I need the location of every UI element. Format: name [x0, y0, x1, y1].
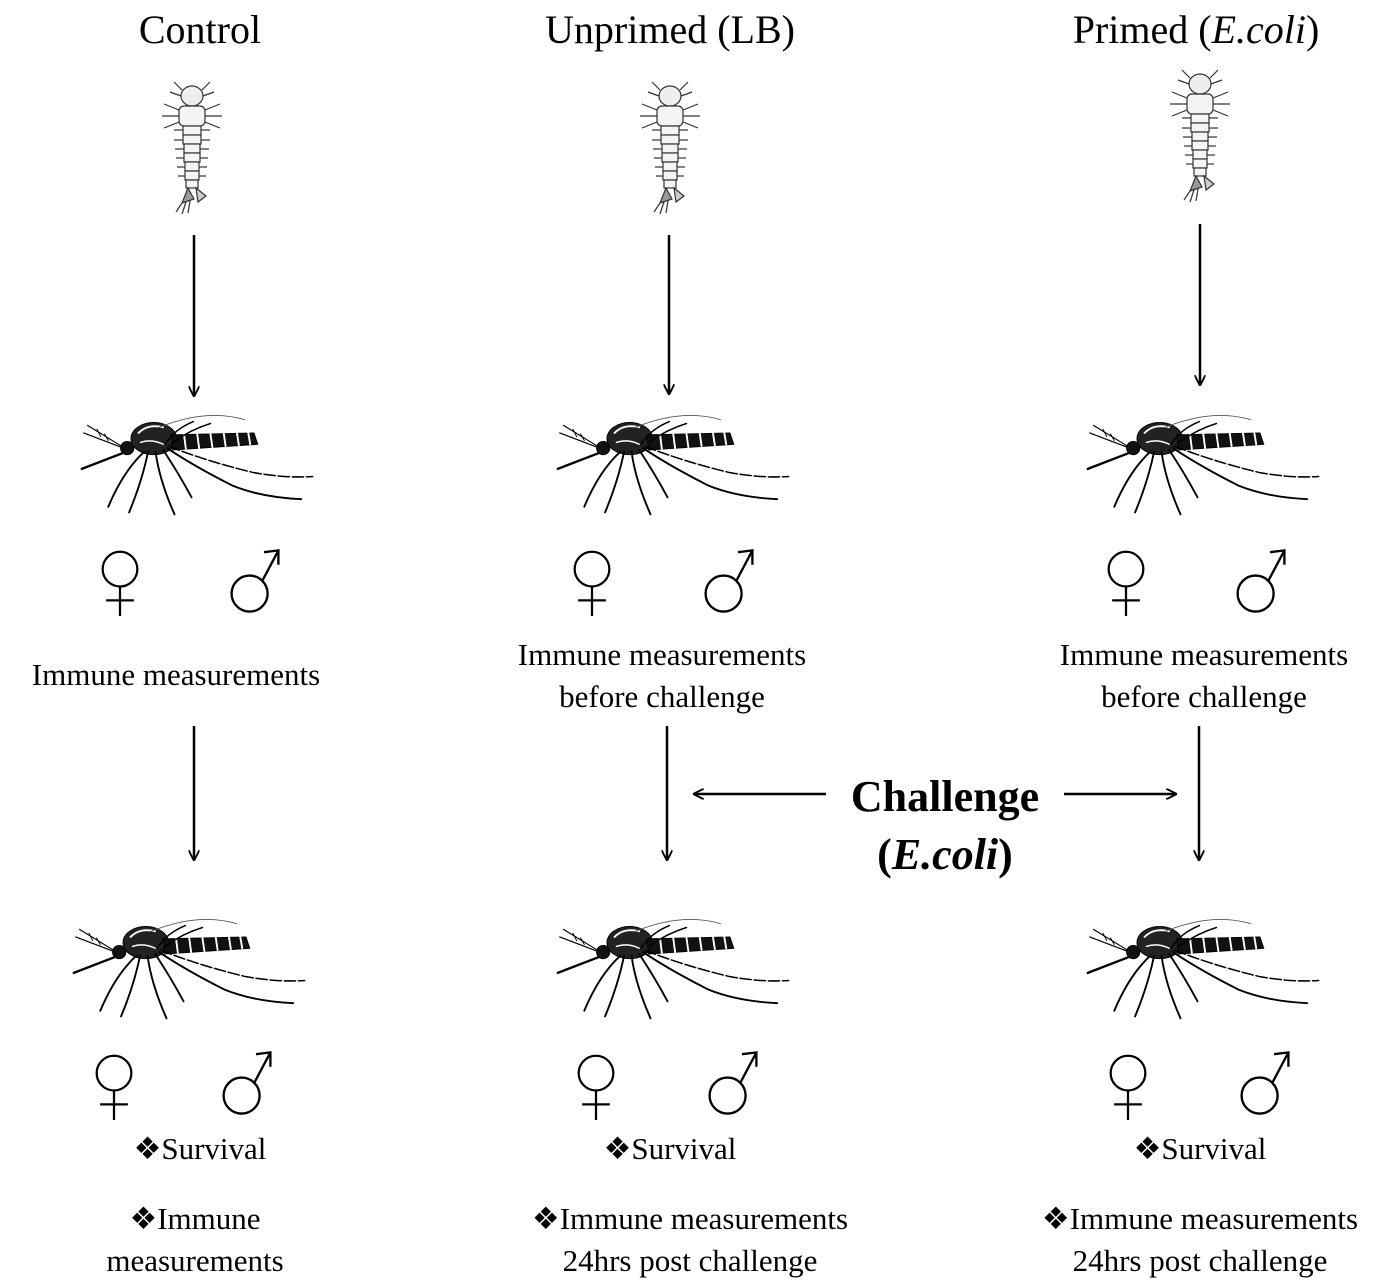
label-line: Immune measurements — [517, 637, 807, 672]
mosquito-icon — [72, 918, 306, 1020]
control-survival: ❖Survival — [60, 1128, 340, 1170]
bullet-icon: ❖ — [531, 1201, 560, 1236]
male-symbol-icon — [704, 549, 754, 613]
primed-immune-measurements: Immune measurements before challenge — [1012, 634, 1396, 718]
bullet-icon: ❖ — [1041, 1201, 1070, 1236]
bullet-icon: ❖ — [133, 1131, 162, 1166]
title-italic: E.coli — [1211, 7, 1306, 52]
column-title-unprimed: Unprimed (LB) — [470, 6, 870, 53]
primed-outcome-measurements: ❖Immune measurements 24hrs post challeng… — [1004, 1198, 1396, 1282]
male-symbol-icon — [708, 1051, 758, 1115]
column-title-control: Control — [60, 6, 340, 53]
female-symbol-icon — [1107, 550, 1145, 618]
control-immune-measurements: Immune measurements — [0, 654, 352, 696]
bullet-icon: ❖ — [129, 1201, 158, 1236]
larva-icon — [161, 81, 223, 215]
male-symbol-icon — [222, 1051, 272, 1115]
unprimed-survival: ❖Survival — [530, 1128, 810, 1170]
challenge-label: Challenge (E.coli) — [820, 768, 1070, 884]
challenge-word: Challenge — [850, 772, 1040, 821]
male-symbol-icon — [1236, 549, 1286, 613]
label-line: before challenge — [1101, 679, 1307, 714]
title-suffix: ) — [1305, 7, 1320, 52]
larva-icon — [1169, 69, 1231, 203]
larva-icon — [639, 81, 701, 215]
female-symbol-icon — [101, 550, 139, 618]
unprimed-immune-measurements: Immune measurements before challenge — [470, 634, 854, 718]
unprimed-outcome-measurements: ❖Immune measurements 24hrs post challeng… — [490, 1198, 890, 1282]
column-title-primed: Primed (E.coli) — [1000, 6, 1392, 53]
mosquito-icon — [556, 414, 790, 516]
mosquito-icon — [1086, 918, 1320, 1020]
survival-text: Survival — [631, 1131, 737, 1166]
challenge-agent-italic: E.coli — [891, 830, 999, 879]
paren-open: ( — [877, 830, 892, 879]
label-line: 24hrs post challenge — [1072, 1243, 1328, 1278]
male-symbol-icon — [1240, 1051, 1290, 1115]
primed-survival: ❖Survival — [1060, 1128, 1340, 1170]
paren-close: ) — [998, 830, 1013, 879]
survival-text: Survival — [161, 1131, 267, 1166]
bullet-icon: ❖ — [603, 1131, 632, 1166]
label-line: Immune measurements — [31, 657, 321, 692]
female-symbol-icon — [95, 1054, 133, 1122]
label-line: 24hrs post challenge — [562, 1243, 818, 1278]
female-symbol-icon — [573, 550, 611, 618]
mosquito-icon — [1086, 414, 1320, 516]
label-line: Immune measurements — [1069, 1201, 1359, 1236]
label-line: measurements — [106, 1243, 284, 1278]
female-symbol-icon — [577, 1054, 615, 1122]
female-symbol-icon — [1109, 1054, 1147, 1122]
challenge-agent: (E.coli) — [820, 826, 1070, 884]
label-line: Immune measurements — [1059, 637, 1349, 672]
label-line: before challenge — [559, 679, 765, 714]
survival-text: Survival — [1161, 1131, 1267, 1166]
control-outcome-measurements: ❖Immune measurements — [40, 1198, 350, 1282]
title-text: Control — [138, 7, 262, 52]
title-text: Unprimed (LB) — [545, 7, 795, 52]
label-line: Immune — [157, 1201, 261, 1236]
bullet-icon: ❖ — [1133, 1131, 1162, 1166]
title-text: Primed ( — [1072, 7, 1212, 52]
mosquito-icon — [556, 918, 790, 1020]
mosquito-icon — [80, 414, 314, 516]
label-line: Immune measurements — [559, 1201, 849, 1236]
male-symbol-icon — [230, 549, 280, 613]
